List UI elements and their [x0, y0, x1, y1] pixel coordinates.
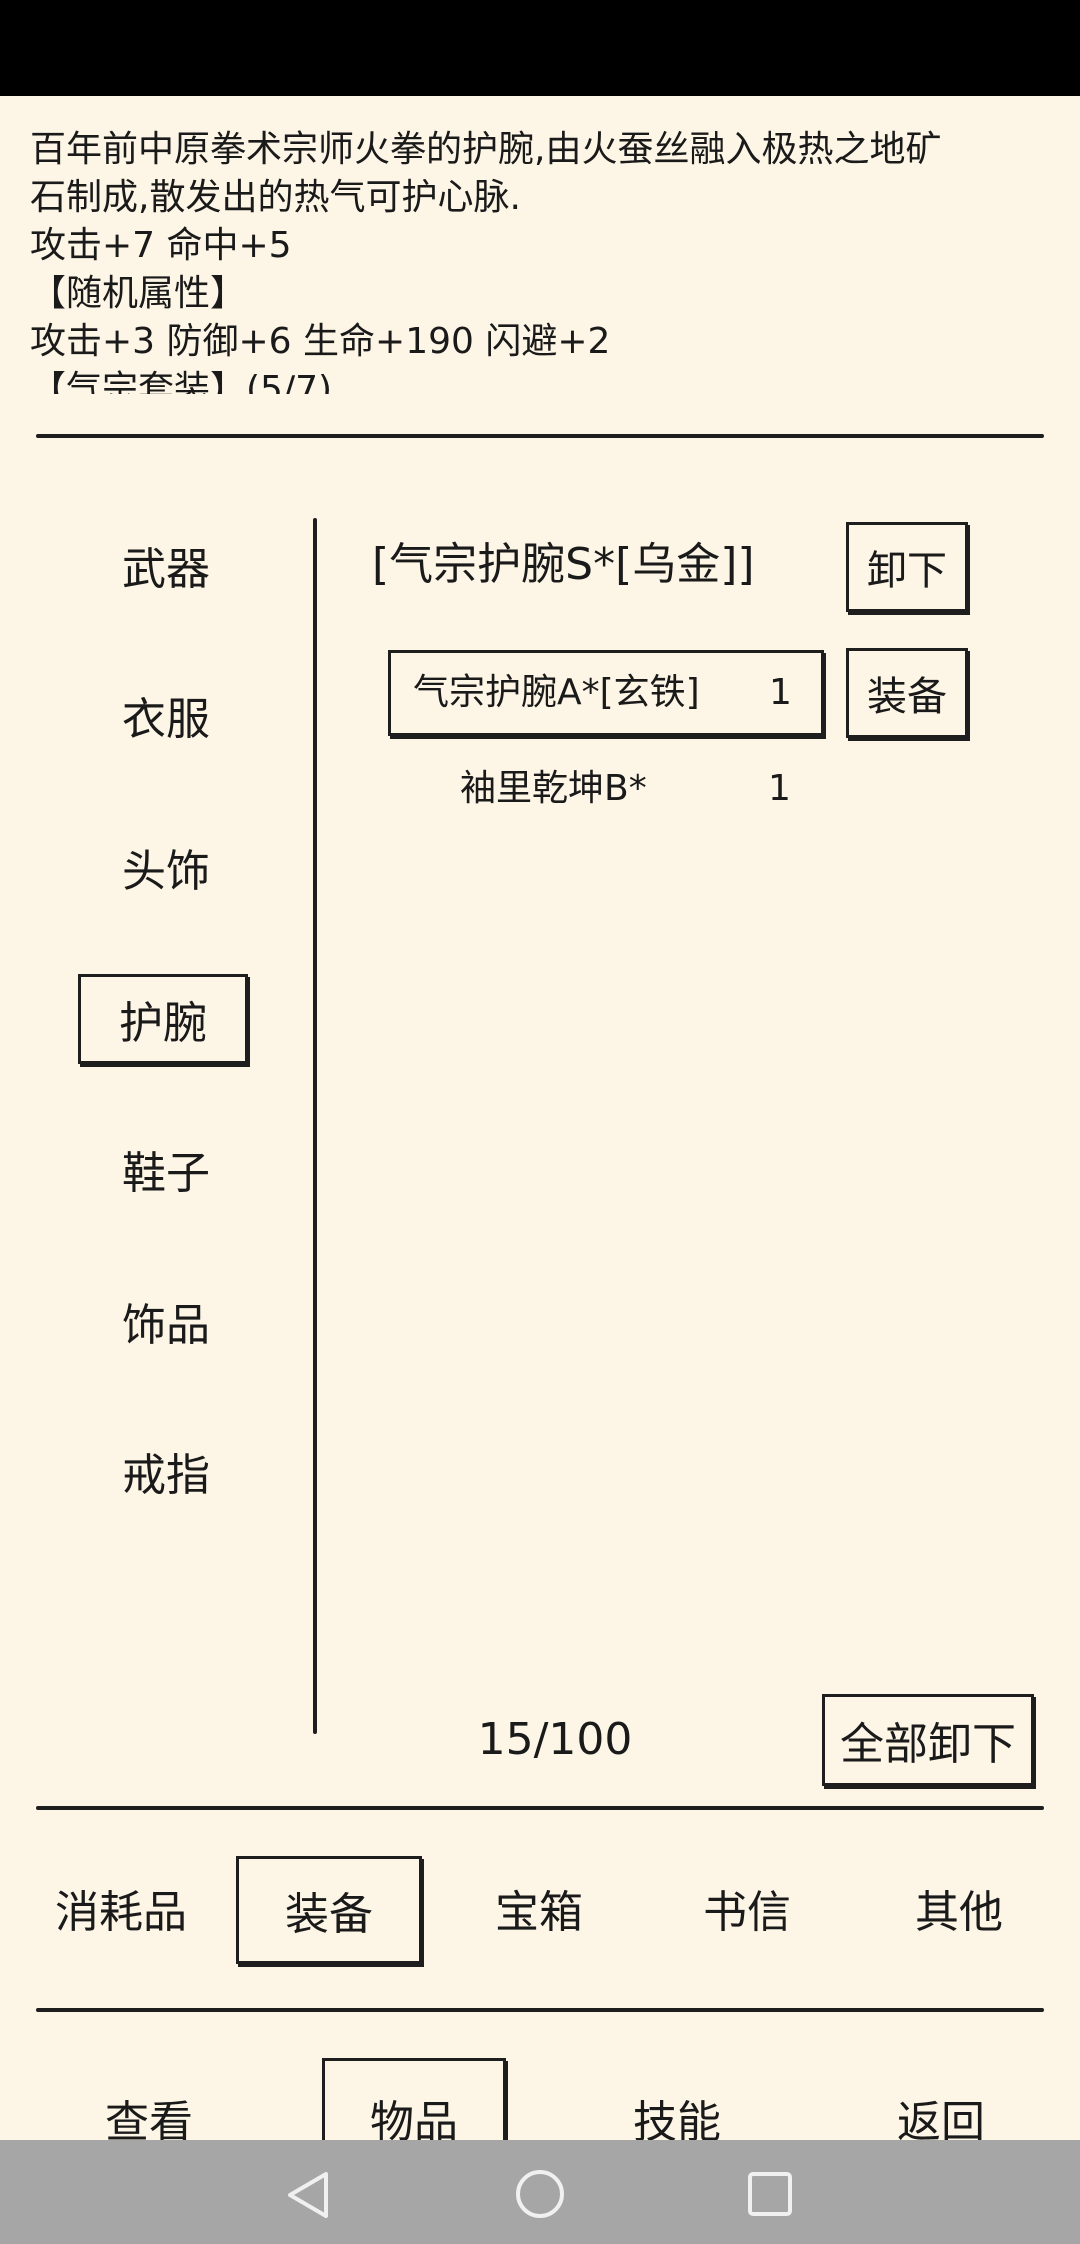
divider — [36, 2008, 1044, 2012]
item-count: 1 — [768, 768, 791, 809]
unequip-button[interactable]: 卸下 — [846, 522, 968, 612]
category-shoes[interactable]: 鞋子 — [122, 1148, 210, 1199]
list-item[interactable]: 袖里乾坤B* 1 — [388, 746, 824, 832]
tab-equipment[interactable]: 装备 — [236, 1856, 422, 1964]
equip-button[interactable]: 装备 — [846, 648, 968, 738]
status-bar — [0, 0, 1080, 96]
tab-return[interactable]: 返回 — [897, 2097, 985, 2148]
tab-consumables[interactable]: 消耗品 — [55, 1887, 187, 1938]
list-item[interactable]: 气宗护腕A*[玄铁] 1 — [388, 650, 824, 736]
description-line: 攻击+3 防御+6 生命+190 闪避+2 — [30, 321, 611, 362]
category-weapon[interactable]: 武器 — [122, 544, 210, 595]
sidebar-divider — [313, 518, 317, 1734]
description-line: 【随机属性】 — [30, 273, 247, 314]
category-ring[interactable]: 戒指 — [122, 1450, 210, 1501]
unequip-all-button[interactable]: 全部卸下 — [822, 1694, 1034, 1786]
tab-others[interactable]: 其他 — [915, 1887, 1003, 1938]
category-accessory[interactable]: 饰品 — [122, 1300, 210, 1351]
tab-chests[interactable]: 宝箱 — [495, 1887, 583, 1938]
description-line: 攻击+7 命中+5 — [30, 225, 292, 266]
equipped-item-name: [气宗护腕S*[乌金]] — [372, 539, 755, 590]
system-navigation-bar — [0, 2140, 1080, 2244]
divider — [36, 1806, 1044, 1810]
category-clothes[interactable]: 衣服 — [122, 694, 210, 745]
back-triangle-icon[interactable] — [286, 2170, 332, 2220]
home-circle-icon[interactable] — [514, 2168, 566, 2220]
tab-letters[interactable]: 书信 — [703, 1887, 791, 1938]
tab-skills[interactable]: 技能 — [633, 2097, 721, 2148]
inventory-capacity: 15/100 — [477, 1714, 633, 1765]
divider — [36, 434, 1044, 438]
description-line: 石制成,散发出的热气可护心脉. — [30, 177, 521, 218]
recents-square-icon[interactable] — [746, 2170, 794, 2218]
item-name: 袖里乾坤B* — [460, 768, 647, 809]
tab-view[interactable]: 查看 — [105, 2097, 193, 2148]
description-line: 【气宗套装】(5/7) — [30, 369, 333, 394]
description-line: 百年前中原拳术宗师火拳的护腕,由火蚕丝融入极热之地矿 — [30, 129, 942, 170]
category-headwear[interactable]: 头饰 — [122, 846, 210, 897]
item-description: 百年前中原拳术宗师火拳的护腕,由火蚕丝融入极热之地矿 石制成,散发出的热气可护心… — [30, 126, 1030, 394]
item-count: 1 — [769, 672, 792, 713]
item-name: 气宗护腕A*[玄铁] — [413, 672, 700, 713]
category-wristguard[interactable]: 护腕 — [78, 974, 248, 1064]
